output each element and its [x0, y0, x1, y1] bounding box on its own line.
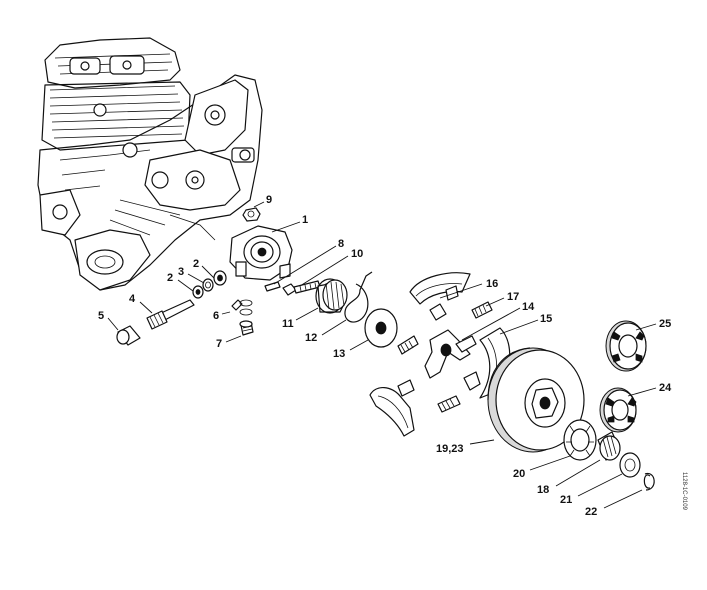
part-25-rim-sprocket	[605, 320, 647, 372]
callout-7: 7	[216, 338, 222, 350]
leader-17	[485, 297, 505, 307]
part-7-valve	[239, 320, 254, 336]
part-11-clutch-spring-drum	[315, 278, 348, 314]
reference-code: 1128-1C-0109	[681, 472, 687, 511]
leader-24	[627, 387, 657, 397]
engine-block-illustration	[37, 37, 263, 291]
leader-16	[439, 283, 483, 299]
part-6-o-rings	[231, 299, 253, 316]
leader-12	[321, 319, 347, 336]
callout-4: 4	[129, 293, 136, 305]
leader-5	[107, 317, 119, 331]
leader-6	[221, 311, 231, 315]
callout-14: 14	[522, 301, 535, 313]
leader-9	[253, 201, 265, 208]
callout-12: 12	[305, 332, 317, 344]
leader-2b	[177, 279, 194, 292]
leader-4	[139, 301, 153, 314]
callout-8: 8	[338, 238, 344, 250]
leader-2a	[201, 265, 215, 279]
part-14-clutch-carrier	[424, 329, 477, 379]
callout-3: 3	[178, 266, 184, 278]
part-13-washer	[364, 308, 398, 348]
part-clutch-spring-lower	[437, 395, 461, 413]
callout-1: 1	[302, 214, 308, 226]
callout-21: 21	[560, 494, 572, 506]
part-10-screw	[282, 280, 321, 296]
leader-lines	[107, 201, 657, 509]
part-21-washer	[619, 452, 641, 478]
part-9-nut	[242, 207, 261, 222]
leader-7	[225, 335, 242, 343]
callout-13: 13	[333, 348, 345, 360]
callout-24: 24	[659, 382, 672, 394]
part-1-oil-pump-housing	[229, 225, 293, 281]
callout-5: 5	[98, 310, 104, 322]
part-4-worm-shaft	[146, 299, 195, 330]
part-5-plug	[116, 325, 141, 346]
callout-11: 11	[282, 318, 294, 330]
callout-9: 9	[266, 194, 272, 206]
callout-15: 15	[540, 313, 552, 325]
leader-14	[461, 307, 521, 341]
part-2-washer-lower	[192, 285, 204, 299]
part-clutch-spring-small	[397, 335, 419, 355]
leader-25	[635, 323, 657, 331]
leader-13	[349, 339, 369, 351]
part-3-o-ring	[202, 278, 214, 292]
callout-2a: 2	[193, 258, 199, 270]
part-19-23-clutch-drum	[487, 347, 585, 453]
callout-20: 20	[513, 468, 525, 480]
leader-15	[499, 319, 539, 335]
leader-19-23	[469, 439, 495, 445]
leader-20	[529, 455, 571, 471]
callout-25: 25	[659, 318, 671, 330]
callout-22: 22	[585, 506, 597, 518]
leader-11	[295, 307, 319, 321]
part-8-pin	[264, 281, 281, 292]
callout-6: 6	[213, 310, 219, 322]
part-24-rim-sprocket	[599, 387, 637, 433]
leader-18	[555, 459, 601, 487]
leader-8	[273, 245, 337, 285]
part-2-washer-upper	[213, 270, 227, 286]
leader-3	[187, 273, 205, 284]
callout-16: 16	[486, 278, 498, 290]
part-18-needle-cage	[597, 431, 621, 461]
part-clutch-shoe-lower	[369, 379, 415, 437]
part-22-e-clip	[643, 472, 655, 491]
part-16-clutch-shoe	[409, 272, 471, 321]
callout-17: 17	[507, 291, 519, 303]
callout-18: 18	[537, 484, 549, 496]
leader-21	[577, 473, 623, 497]
callout-labels: 9 1 8 10 2 3 2 4 5 6 7 11 12 13 16 17 14…	[98, 194, 672, 518]
callout-10: 10	[351, 248, 363, 260]
callout-19-23: 19,23	[436, 443, 464, 455]
part-20-sprocket	[563, 419, 597, 461]
leader-1	[271, 221, 301, 233]
leader-10	[299, 255, 349, 287]
part-12-spring-wire	[344, 271, 373, 323]
callout-2b: 2	[167, 272, 173, 284]
leader-22	[603, 489, 643, 509]
